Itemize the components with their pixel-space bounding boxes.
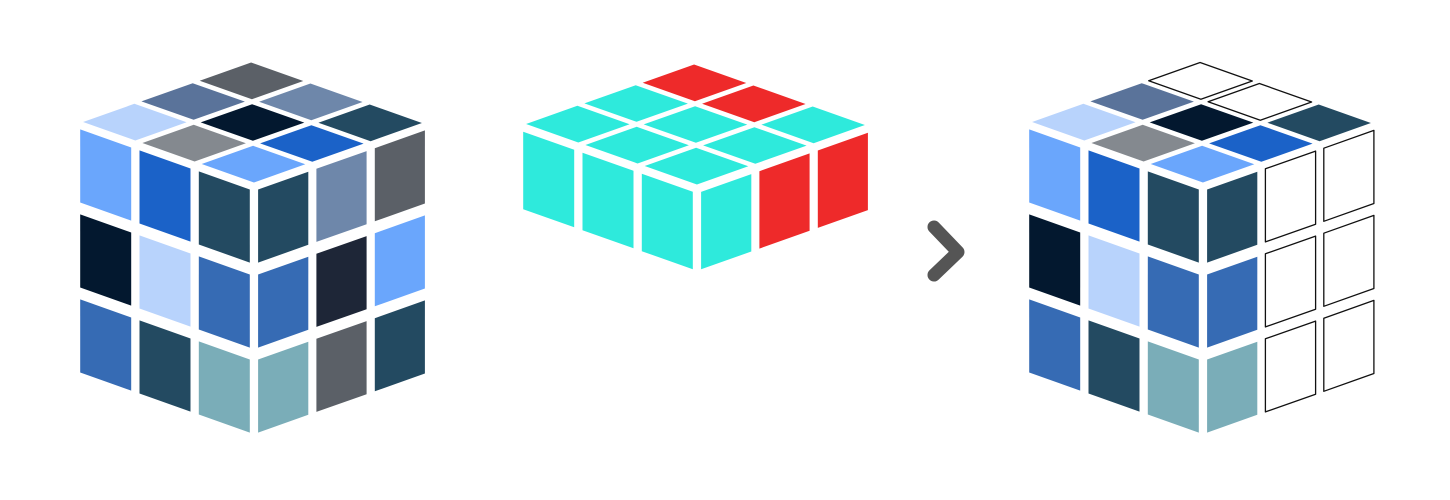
right-cube-left-cell <box>1029 299 1081 391</box>
left-cube-right-cell <box>316 321 367 412</box>
left-cube-right-cell <box>374 215 425 307</box>
right-cube-top-cell <box>1091 124 1195 162</box>
left-cube-right-cell <box>258 256 309 348</box>
left-cube-right-cell <box>316 236 367 327</box>
piece-top-cell <box>642 64 747 102</box>
right-cube-left-cell <box>1029 214 1081 306</box>
piece-top-cell <box>643 106 748 143</box>
piece-top-cell <box>702 85 806 123</box>
left-cube-left-cell <box>80 129 132 221</box>
right-cube-right-cell <box>1207 341 1258 433</box>
left-cube-left-cell <box>198 341 250 433</box>
right-cube-left-cell <box>1088 235 1140 327</box>
piece-top-cell <box>644 147 749 185</box>
piece-right-cell <box>701 174 752 270</box>
left-cube-top-cell <box>141 83 245 120</box>
right-cube-right-cell <box>1207 171 1258 263</box>
right-cube-right-cell <box>1264 320 1317 413</box>
left-cube <box>80 62 425 433</box>
left-cube-top-cell <box>318 104 422 142</box>
left-cube-left-cell <box>139 150 191 242</box>
left-cube-top-cell <box>142 124 246 162</box>
right-cube-top-cell <box>1150 145 1255 183</box>
left-cube-right-cell <box>374 300 425 392</box>
left-cube-top-cell <box>259 83 363 121</box>
piece-right-cell <box>759 153 810 249</box>
right-cube-right-cell <box>1323 299 1375 392</box>
left-cube-left-cell <box>198 171 250 263</box>
right-cube-left-cell <box>1088 150 1140 242</box>
left-cube-top-cell <box>200 104 305 141</box>
left-cube-left-cell <box>139 320 191 412</box>
piece-top-cell <box>585 126 689 164</box>
right-cube-left-cell <box>1147 256 1199 348</box>
left-cube-left-cell <box>198 256 250 348</box>
piece-left-cell <box>582 152 634 249</box>
piece-top-cell <box>584 85 688 122</box>
left-cube-top-cell <box>199 62 304 100</box>
left-cube-top-cell <box>83 103 187 141</box>
right-cube-right-cell <box>1264 150 1317 243</box>
piece-top-cell <box>526 105 630 143</box>
right-cube-left-cell <box>1029 129 1081 221</box>
right-cube-left-cell <box>1147 341 1199 433</box>
piece-left-cell <box>641 173 693 270</box>
piece-right-cell <box>817 132 868 228</box>
right-cube-top-cell <box>1149 104 1254 141</box>
piece-top-cell <box>703 127 807 164</box>
left-cube-right-cell <box>258 171 309 263</box>
right-cube-left-cell <box>1147 171 1199 263</box>
left-cube-right-cell <box>316 151 367 242</box>
right-cube-top-cell <box>1267 104 1371 142</box>
right-cube-top-cell <box>1148 61 1253 100</box>
piece-left-cell <box>523 131 575 228</box>
right-cube-top-cell <box>1032 103 1136 141</box>
chevron-right-icon <box>927 220 965 282</box>
left-cube-right-cell <box>258 341 309 433</box>
left-cube-top-cell <box>201 145 306 183</box>
right-cube-top-cell <box>1090 83 1194 120</box>
right-cube-right-cell <box>1264 235 1317 328</box>
left-cube-left-cell <box>80 214 132 306</box>
right-cube-left-cell <box>1088 320 1140 412</box>
right-cube-right-cell <box>1323 214 1375 307</box>
left-cube-right-cell <box>374 130 425 222</box>
right-cube-right-cell <box>1207 256 1258 348</box>
piece-block <box>523 64 868 270</box>
right-cube <box>1029 61 1375 433</box>
left-cube-left-cell <box>80 299 132 391</box>
left-cube-top-cell <box>260 125 364 162</box>
right-cube-top-cell <box>1209 125 1313 162</box>
piece-top-cell <box>761 106 865 144</box>
right-cube-top-cell <box>1207 82 1313 121</box>
right-cube-right-cell <box>1323 129 1375 222</box>
left-cube-left-cell <box>139 235 191 327</box>
